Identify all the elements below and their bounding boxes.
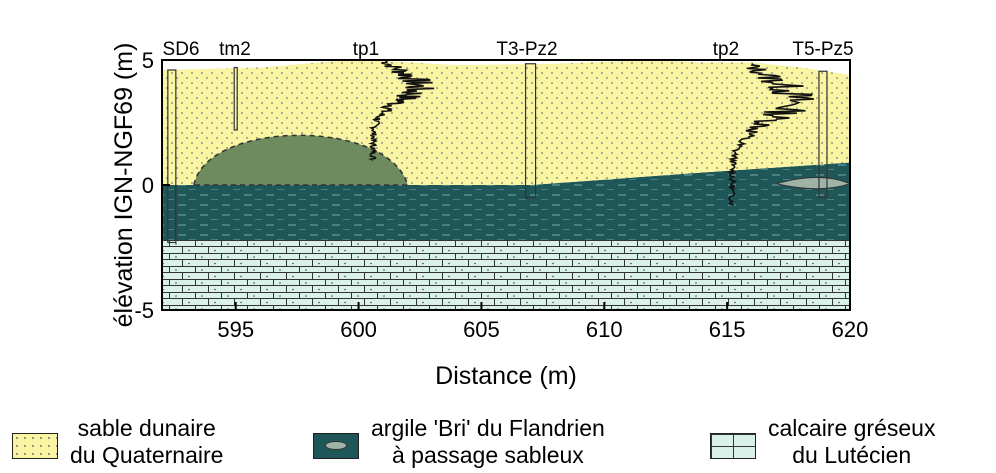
- borehole-labels: SD6 tm2 tp1 T3-Pz2 tp2 T5-Pz5: [163, 39, 854, 60]
- x-tick-label: 615: [709, 317, 746, 342]
- stratigraphic-layers: [162, 60, 850, 310]
- y-tick-label: 5: [142, 48, 154, 73]
- sand-lens-in-clay: [776, 177, 850, 190]
- borehole-tube: [167, 69, 177, 244]
- x-axis-ticks: 595 600 605 610 615 620: [217, 302, 868, 342]
- limestone-layer: [162, 240, 850, 310]
- borehole-label: tp1: [353, 39, 379, 60]
- sand-swatch: [12, 433, 58, 459]
- boreholes: [167, 63, 828, 244]
- clay-dash-pattern: [162, 162, 850, 240]
- x-tick-label: 610: [586, 317, 623, 342]
- x-tick-label: 620: [832, 317, 869, 342]
- x-axis-label: Distance (m): [435, 362, 577, 390]
- borehole-tube: [524, 63, 537, 199]
- limestone-swatch: [710, 433, 756, 459]
- y-tick-label: 0: [142, 173, 154, 198]
- borehole-tube: [233, 66, 238, 131]
- borehole-label: T3-Pz2: [496, 39, 557, 60]
- borehole-label: SD6: [163, 39, 200, 60]
- x-tick-label: 605: [463, 317, 500, 342]
- borehole-label: tm2: [219, 39, 251, 60]
- borehole-label: tp2: [713, 39, 739, 60]
- sand-lens: [193, 134, 409, 186]
- borehole-label: T5-Pz5: [792, 39, 853, 60]
- y-tick-label: -5: [134, 298, 154, 323]
- y-axis-ticks: 5 0 -5: [134, 48, 170, 323]
- x-tick-label: 595: [217, 317, 254, 342]
- clay-swatch: [313, 433, 359, 459]
- x-tick-label: 600: [340, 317, 377, 342]
- log-curve-tp2: [726, 63, 815, 206]
- log-curve-tp1: [368, 60, 435, 161]
- geophysical-logs: [368, 60, 815, 206]
- borehole-tube: [818, 70, 828, 199]
- y-axis-label: élévation IGN-NGF69 (m): [110, 43, 138, 328]
